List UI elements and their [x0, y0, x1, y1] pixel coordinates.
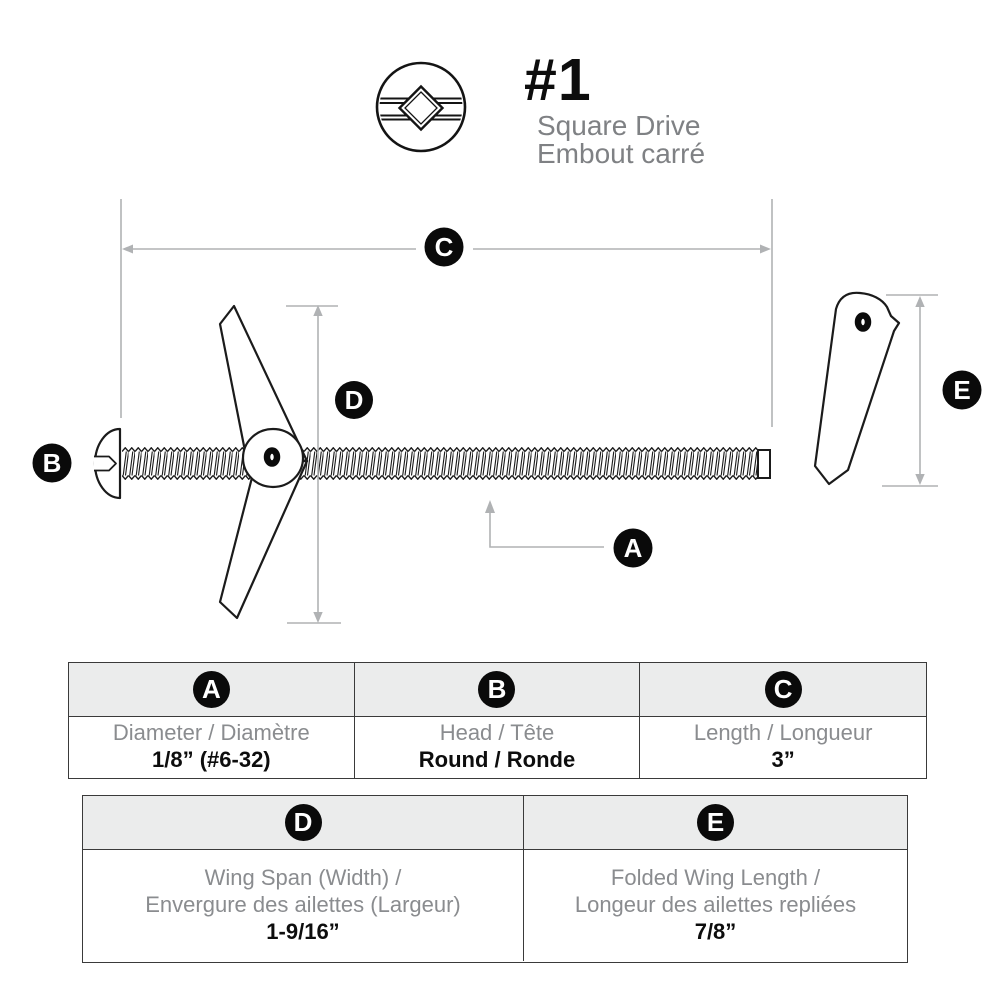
- bolt-drawing: [93, 291, 901, 620]
- spec-table-de: D E Wing Span (Width) / Envergure des ai…: [82, 795, 908, 963]
- header-cell-a: A: [69, 663, 355, 716]
- folded-wing: [813, 291, 901, 486]
- length-value: 3”: [771, 747, 795, 772]
- toggle-bolt-diagram: #1 Square Drive Embout carré: [32, 47, 982, 624]
- arrowhead-c-left: [122, 244, 133, 254]
- cell-diameter: Diameter / Diamètre 1/8” (#6-32): [69, 717, 355, 778]
- drive-icon-diamond-outer: [397, 84, 445, 132]
- leader-line-a: [489, 512, 604, 548]
- drive-number: #1: [524, 47, 592, 113]
- callout-e-label: E: [953, 375, 970, 405]
- badge-c: C: [764, 671, 802, 708]
- head-slot: [94, 455, 117, 472]
- arrowhead-d-down: [313, 612, 323, 623]
- toggle-pivot-hole: [263, 447, 281, 467]
- drive-name-fr: Embout carré: [537, 138, 705, 169]
- square-drive-icon: [375, 61, 467, 153]
- threaded-rod: [122, 447, 758, 480]
- wing-span-label-en: Wing Span (Width) /: [204, 864, 402, 890]
- head-value: Round / Ronde: [418, 747, 576, 772]
- wing-span-value: 1-9/16”: [266, 918, 340, 944]
- badge-b: B: [478, 671, 516, 708]
- spec-table-abc: A B C Diameter / Diamètre 1/8” (#6-32) H…: [68, 662, 927, 779]
- folded-wing-value: 7/8”: [694, 918, 737, 944]
- header-cell-b: B: [355, 663, 641, 716]
- folded-wing-label-fr: Longeur des ailettes repliées: [574, 891, 857, 917]
- spec-table-de-body: Wing Span (Width) / Envergure des ailett…: [83, 850, 907, 961]
- callout-a-label: A: [624, 533, 643, 563]
- callout-b-circle: [32, 443, 72, 483]
- arrowhead-e-up: [915, 296, 925, 307]
- header-cell-d: D: [83, 796, 524, 849]
- arrowhead-d-up: [313, 305, 323, 316]
- badge-a: A: [192, 671, 230, 708]
- spec-table-abc-body: Diameter / Diamètre 1/8” (#6-32) Head / …: [69, 717, 926, 778]
- callout-a-circle: [613, 528, 653, 568]
- wing-span-label-fr: Envergure des ailettes (Largeur): [145, 891, 461, 917]
- drive-name-en: Square Drive: [537, 110, 700, 141]
- head-label: Head / Tête: [439, 720, 555, 745]
- callout-c-circle: [424, 227, 464, 267]
- spec-table-abc-header: A B C: [69, 663, 926, 717]
- dimension-lines: [120, 199, 938, 624]
- badge-d: D: [284, 804, 322, 841]
- badge-e: E: [697, 804, 734, 841]
- cell-length: Length / Longueur 3”: [640, 717, 926, 778]
- length-label: Length / Longueur: [693, 720, 873, 745]
- callout-d-label: D: [345, 385, 364, 415]
- diameter-label: Diameter / Diamètre: [112, 720, 310, 745]
- callout-e-circle: [942, 370, 982, 410]
- cell-head: Head / Tête Round / Ronde: [355, 717, 641, 778]
- spec-table-de-header: D E: [83, 796, 907, 850]
- folded-wing-label-en: Folded Wing Length /: [610, 864, 821, 890]
- arrowhead-e-down: [915, 474, 925, 485]
- header-cell-c: C: [640, 663, 926, 716]
- rod-end-cap: [757, 449, 771, 479]
- arrowhead-a-up: [485, 500, 495, 513]
- cell-wing-span: Wing Span (Width) / Envergure des ailett…: [83, 850, 524, 961]
- folded-wing-hole: [854, 312, 872, 332]
- callout-c-label: C: [435, 232, 454, 262]
- diameter-value: 1/8” (#6-32): [152, 747, 271, 772]
- header-cell-e: E: [524, 796, 907, 849]
- arrowhead-c-right: [760, 244, 771, 254]
- callout-d-circle: [335, 381, 373, 419]
- callout-b-label: B: [43, 448, 62, 478]
- callout-circles: A B C D E: [32, 227, 982, 568]
- drive-icon-diamond-inner: [404, 91, 438, 125]
- cell-folded-wing-length: Folded Wing Length / Longeur des ailette…: [524, 850, 907, 961]
